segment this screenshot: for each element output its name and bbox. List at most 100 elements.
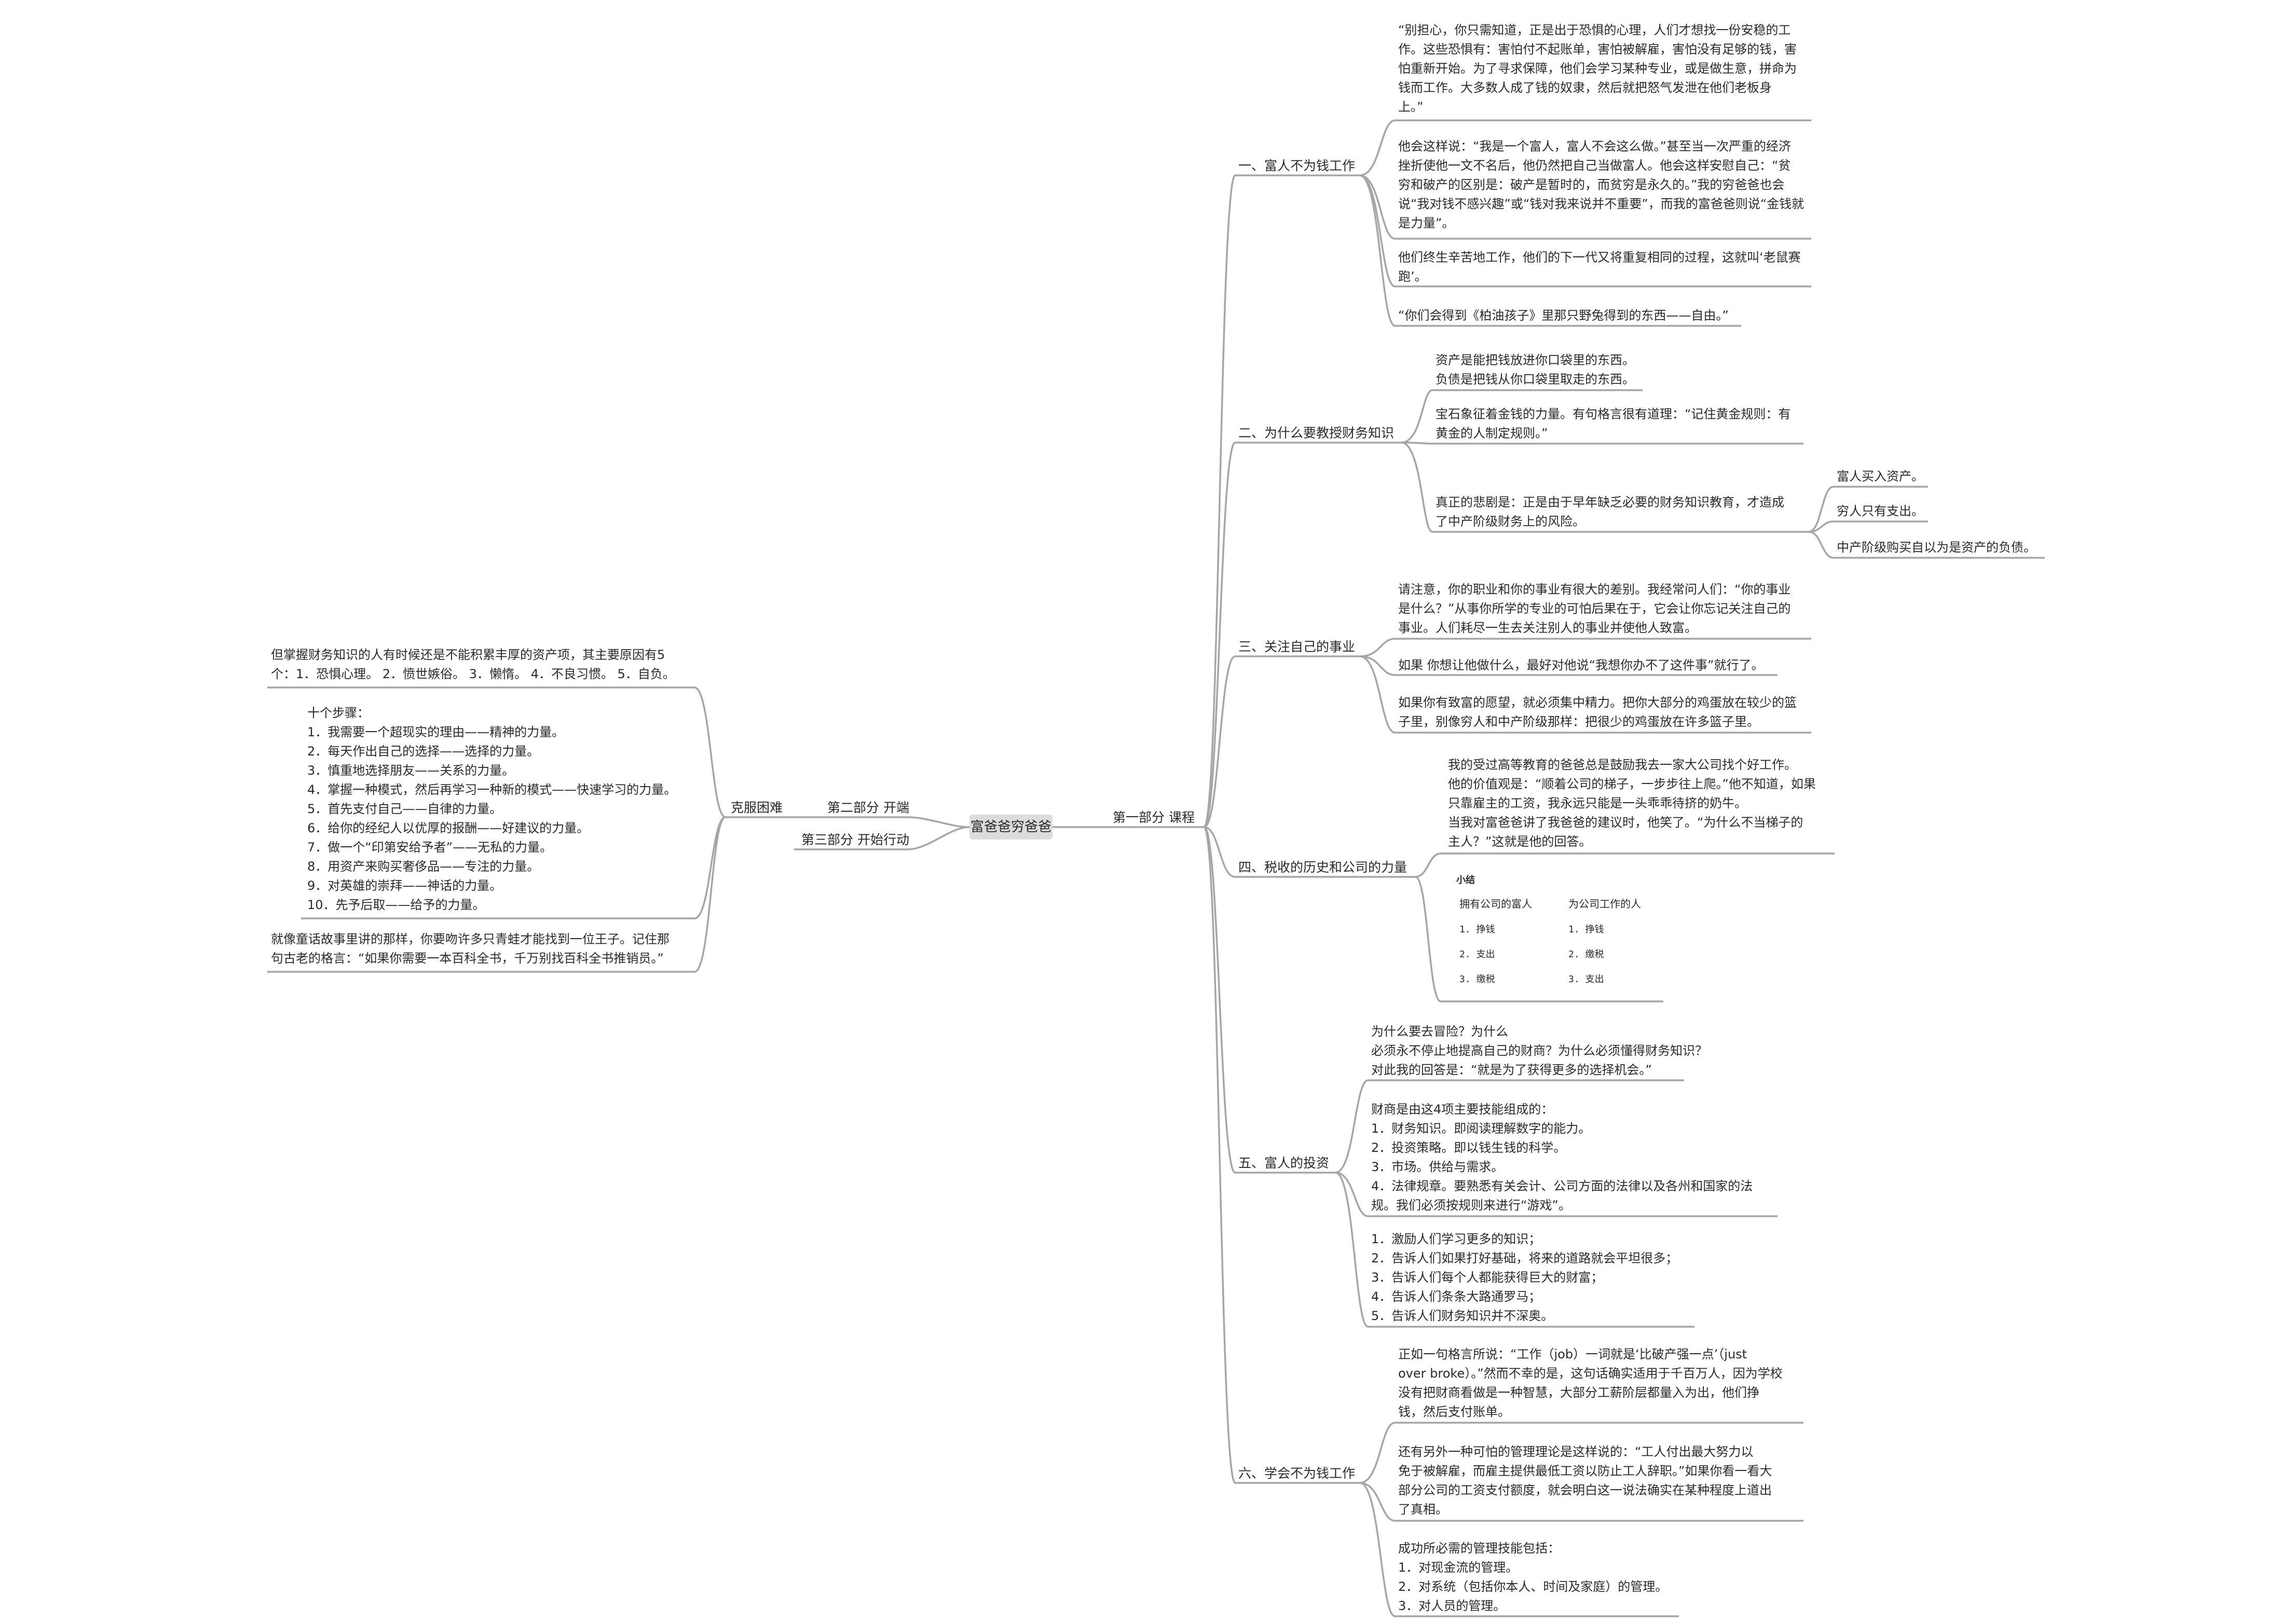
note-line: 2．对系统（包括你本人、时间及家庭）的管理。 bbox=[1398, 1579, 1668, 1594]
overcome-difficulties-node[interactable]: 克服困难 bbox=[731, 800, 783, 815]
part1-node[interactable]: 第一部分 课程 bbox=[1113, 810, 1195, 825]
b3-note-2[interactable]: 如果 你想让他做什么，最好对他说“我想你办不了这件事”就行了。 bbox=[1398, 656, 1764, 675]
note-line: 2．告诉人们如果打好基础，将来的道路就会平坦很多； bbox=[1371, 1251, 1678, 1266]
note-line: 怕重新开始。为了寻求保障，他们会学习某种专业，或是做生意，拼命为 bbox=[1398, 61, 1797, 76]
note-line: 我的受过高等教育的爸爸总是鼓励我去一家大公司找个好工作。 bbox=[1448, 758, 1797, 772]
b2-note-1[interactable]: 资产是能把钱放进你口袋里的东西。 负债是把钱从你口袋里取走的东西。 bbox=[1436, 351, 1635, 389]
note-line: 当我对富爸爸讲了我爸爸的建议时，他笑了。“为什么不当梯子的 bbox=[1448, 815, 1803, 830]
branch-4-node[interactable]: 四、税收的历史和公司的力量 bbox=[1238, 860, 1407, 875]
note-line: 没有把财商看做是一种智慧，大部分工薪阶层都量入为出，他们挣 bbox=[1398, 1385, 1759, 1400]
note-line: 上。” bbox=[1398, 100, 1424, 114]
b2-note-3[interactable]: 真正的悲剧是：正是由于早年缺乏必要的财务知识教育，才造成 了中产阶级财务上的风险… bbox=[1436, 493, 1784, 531]
b1-note-2[interactable]: 他会这样说：“我是一个富人，富人不会这么做。”甚至当一次严重的经济 挫折使他一文… bbox=[1398, 137, 1804, 233]
b2-sub-rich-buy-assets[interactable]: 富人买入资产。 bbox=[1837, 469, 1924, 484]
branch-2-node[interactable]: 二、为什么要教授财务知识 bbox=[1238, 425, 1395, 441]
part2-node[interactable]: 第二部分 开端 bbox=[827, 800, 909, 815]
note-line: 了中产阶级财务上的风险。 bbox=[1436, 514, 1585, 529]
note-line: 8．用资产来购买奢侈品——专注的力量。 bbox=[307, 859, 540, 874]
b1-note-3[interactable]: 他们终生辛苦地工作，他们的下一代又将重复相同的过程，这就叫‘老鼠赛 跑’。 bbox=[1398, 248, 1801, 286]
branch-5-node[interactable]: 五、富人的投资 bbox=[1238, 1156, 1330, 1171]
summary-table-title: 小结 bbox=[1456, 875, 1475, 886]
summary-cell: 1. 挣钱 bbox=[1568, 924, 1604, 935]
ten-steps-note[interactable]: 十个步骤： 1．我需要一个超现实的理由——精神的力量。 2．每天作出自己的选择—… bbox=[307, 704, 676, 915]
summary-table-header: 拥有公司的富人 为公司工作的人 bbox=[1456, 896, 1653, 911]
note-line: 穷和破产的区别是：破产是暂时的，而贫穷是永久的。”我的穷爸爸也会 bbox=[1398, 177, 1785, 192]
note-line: 1．对现金流的管理。 bbox=[1398, 1560, 1519, 1575]
b3-note-1[interactable]: 请注意，你的职业和你的事业有很大的差别。我经常问人们：“你的事业 是什么？”从事… bbox=[1398, 580, 1791, 638]
b6-note-2[interactable]: 还有另外一种可怕的管理理论是这样说的：“工人付出最大努力以 免于被解雇，而雇主提… bbox=[1398, 1442, 1772, 1519]
b1-note-1[interactable]: “别担心，你只需知道，正是出于恐惧的心理，人们才想找一份安稳的工 作。这些恐惧有… bbox=[1398, 21, 1797, 117]
branch-6-node[interactable]: 六、学会不为钱工作 bbox=[1238, 1466, 1356, 1481]
b2-sub-poor-expenses[interactable]: 穷人只有支出。 bbox=[1837, 504, 1924, 518]
summary-cell: 1. 挣钱 bbox=[1459, 924, 1495, 935]
note-line: 资产是能把钱放进你口袋里的东西。 bbox=[1436, 353, 1635, 367]
note-line: 成功所必需的管理技能包括： bbox=[1398, 1541, 1560, 1556]
note-line: 1．我需要一个超现实的理由——精神的力量。 bbox=[307, 725, 565, 739]
b5-note-3[interactable]: 1．激励人们学习更多的知识； 2．告诉人们如果打好基础，将来的道路就会平坦很多；… bbox=[1371, 1230, 1678, 1326]
note-line: 如果你有致富的愿望，就必须集中精力。把你大部分的鸡蛋放在较少的篮 bbox=[1398, 695, 1797, 710]
root-node[interactable]: 富爸爸穷爸爸 bbox=[969, 815, 1053, 840]
summary-table-row: 3. 缴税 3. 支出 bbox=[1456, 972, 1653, 997]
note-line: 必须永不停止地提高自己的财商？为什么必须懂得财务知识？ bbox=[1371, 1043, 1707, 1058]
frog-prince-note[interactable]: 就像童话故事里讲的那样，你要吻许多只青蛙才能找到一位王子。记住那 句古老的格言：… bbox=[271, 930, 669, 968]
note-line: over broke）。”然而不幸的是，这句话确实适用于千百万人，因为学校 bbox=[1398, 1366, 1783, 1381]
note-line: 宝石象征着金钱的力量。有句格言很有道理：“记住黄金规则：有 bbox=[1436, 407, 1791, 421]
note-line: 1．财务知识。即阅读理解数字的能力。 bbox=[1371, 1121, 1591, 1136]
b5-note-1[interactable]: 为什么要去冒险？为什么 必须永不停止地提高自己的财商？为什么必须懂得财务知识？ … bbox=[1371, 1022, 1707, 1080]
note-line: 10．先予后取——给予的力量。 bbox=[307, 898, 485, 912]
note-line: 2．投资策略。即以钱生钱的科学。 bbox=[1371, 1140, 1566, 1155]
note-line: 5．首先支付自己——自律的力量。 bbox=[307, 802, 502, 816]
b3-note-3[interactable]: 如果你有致富的愿望，就必须集中精力。把你大部分的鸡蛋放在较少的篮 子里，别像穷人… bbox=[1398, 693, 1797, 732]
reasons-note[interactable]: 但掌握财务知识的人有时候还是不能积累丰厚的资产项，其主要原因有5 个：1．恐惧心… bbox=[271, 645, 675, 684]
b5-note-2[interactable]: 财商是由这4项主要技能组成的： 1．财务知识。即阅读理解数字的能力。 2．投资策… bbox=[1371, 1100, 1753, 1215]
note-line: 3．市场。供给与需求。 bbox=[1371, 1160, 1504, 1174]
note-line: 他的价值观是：“顺着公司的梯子，一步步往上爬。”他不知道，如果 bbox=[1448, 777, 1816, 791]
note-line: 如果 你想让他做什么，最好对他说“我想你办不了这件事”就行了。 bbox=[1398, 658, 1764, 672]
note-line: 是力量”。 bbox=[1398, 216, 1455, 230]
note-line: “别担心，你只需知道，正是出于恐惧的心理，人们才想找一份安稳的工 bbox=[1398, 23, 1791, 37]
note-line: 3．对人员的管理。 bbox=[1398, 1599, 1506, 1613]
note-line: 3．告诉人们每个人都能获得巨大的财富； bbox=[1371, 1270, 1604, 1285]
note-line: 但掌握财务知识的人有时候还是不能积累丰厚的资产项，其主要原因有5 bbox=[271, 648, 665, 662]
note-line: 句古老的格言：“如果你需要一本百科全书，千万别找百科全书推销员。” bbox=[271, 951, 664, 966]
summary-table-image[interactable]: 小结 拥有公司的富人 为公司工作的人 1. 挣钱 1. 挣钱 2. 支出 2. … bbox=[1456, 873, 1653, 997]
summary-col-rich-owner: 拥有公司的富人 bbox=[1459, 898, 1532, 910]
b4-note-1[interactable]: 我的受过高等教育的爸爸总是鼓励我去一家大公司找个好工作。 他的价值观是：“顺着公… bbox=[1448, 755, 1816, 851]
note-line: 作。这些恐惧有：害怕付不起账单，害怕被解雇，害怕没有足够的钱，害 bbox=[1398, 42, 1797, 57]
b1-note-4[interactable]: “你们会得到《柏油孩子》里那只野兔得到的东西——自由。” bbox=[1398, 306, 1729, 325]
note-line: 为什么要去冒险？为什么 bbox=[1371, 1024, 1508, 1039]
note-line: 说“我对钱不感兴趣”或“钱对我来说并不重要”，而我的富爸爸则说“金钱就 bbox=[1398, 197, 1805, 211]
note-line: 就像童话故事里讲的那样，你要吻许多只青蛙才能找到一位王子。记住那 bbox=[271, 932, 669, 946]
note-line: 4．告诉人们条条大路通罗马； bbox=[1371, 1289, 1541, 1304]
b6-note-1[interactable]: 正如一句格言所说：“工作（job）一词就是‘比破产强一点’（just over … bbox=[1398, 1345, 1783, 1422]
note-line: 他们终生辛苦地工作，他们的下一代又将重复相同的过程，这就叫‘老鼠赛 bbox=[1398, 250, 1801, 265]
branch-1-node[interactable]: 一、富人不为钱工作 bbox=[1238, 158, 1356, 173]
note-line: 对此我的回答是：“就是为了获得更多的选择机会。” bbox=[1371, 1063, 1652, 1077]
note-line: 真正的悲剧是：正是由于早年缺乏必要的财务知识教育，才造成 bbox=[1436, 495, 1784, 510]
note-line: 他会这样说：“我是一个富人，富人不会这么做。”甚至当一次严重的经济 bbox=[1398, 139, 1791, 154]
summary-cell: 2. 支出 bbox=[1459, 949, 1495, 960]
part3-node[interactable]: 第三部分 开始行动 bbox=[801, 832, 909, 847]
note-line: 请注意，你的职业和你的事业有很大的差别。我经常问人们：“你的事业 bbox=[1398, 582, 1791, 597]
note-line: 负债是把钱从你口袋里取走的东西。 bbox=[1436, 372, 1635, 387]
note-line: 9．对英雄的崇拜——神话的力量。 bbox=[307, 878, 502, 893]
note-line: 十个步骤： bbox=[307, 706, 370, 720]
note-line: 5．告诉人们财务知识并不深奥。 bbox=[1371, 1309, 1554, 1323]
note-line: 跑’。 bbox=[1398, 269, 1427, 284]
note-line: 7．做一个“印第安给予者”——无私的力量。 bbox=[307, 840, 553, 855]
summary-cell: 3. 缴税 bbox=[1459, 974, 1495, 985]
note-line: 了真相。 bbox=[1398, 1502, 1448, 1517]
note-line: 主人？”这就是他的回答。 bbox=[1448, 834, 1592, 849]
note-line: 只靠雇主的工资，我永远只能是一头乖乖待挤的奶牛。 bbox=[1448, 796, 1747, 810]
note-line: 1．激励人们学习更多的知识； bbox=[1371, 1232, 1541, 1246]
note-line: 2．每天作出自己的选择——选择的力量。 bbox=[307, 744, 540, 759]
note-line: 部分公司的工资支付额度，就会明白这一说法确实在某种程度上道出 bbox=[1398, 1483, 1772, 1497]
note-line: 4．法律规章。要熟悉有关会计、公司方面的法律以及各州和国家的法 bbox=[1371, 1179, 1753, 1193]
note-line: 还有另外一种可怕的管理理论是这样说的：“工人付出最大努力以 bbox=[1398, 1445, 1754, 1459]
b2-note-2[interactable]: 宝石象征着金钱的力量。有句格言很有道理：“记住黄金规则：有 黄金的人制定规则。” bbox=[1436, 405, 1791, 443]
branch-3-node[interactable]: 三、关注自己的事业 bbox=[1238, 639, 1356, 654]
summary-cell: 2. 缴税 bbox=[1568, 949, 1604, 960]
note-line: 免于被解雇，而雇主提供最低工资以防止工人辞职。”如果你看一看大 bbox=[1398, 1464, 1772, 1478]
b6-note-3[interactable]: 成功所必需的管理技能包括： 1．对现金流的管理。 2．对系统（包括你本人、时间及… bbox=[1398, 1539, 1668, 1616]
b2-sub-middle-class-liabilities[interactable]: 中产阶级购买自以为是资产的负债。 bbox=[1837, 540, 2036, 555]
